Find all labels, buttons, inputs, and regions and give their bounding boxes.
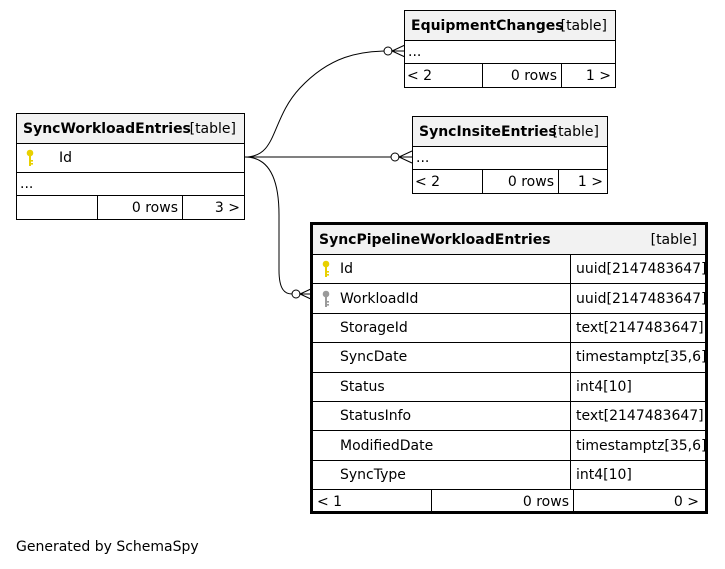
table-syncinsiteentries[interactable]: SyncInsiteEntries [table] ... < 2 0 rows… — [412, 116, 608, 194]
edge-syncinsiteentries-crowfoot — [397, 150, 413, 164]
table-syncworkloadentries[interactable]: SyncWorkloadEntries [table] Id ... 0 row… — [16, 113, 245, 220]
parents-count[interactable]: < 1 — [313, 490, 432, 514]
column-name[interactable]: StorageId — [340, 319, 408, 336]
column-name[interactable]: WorkloadId — [340, 290, 419, 307]
edge-syncinsiteentries-zero-marker — [390, 152, 400, 162]
table-type: [table] — [650, 231, 697, 248]
table-footer: < 2 0 rows 1 > — [405, 64, 615, 87]
column-row-id: Id — [17, 144, 244, 173]
table-header: SyncPipelineWorkloadEntries [table] — [313, 225, 705, 255]
column-name[interactable]: ModifiedDate — [340, 437, 434, 454]
more-columns: ... — [416, 150, 430, 166]
column-type: uuid[2147483647] — [576, 261, 707, 278]
table-name[interactable]: SyncPipelineWorkloadEntries — [319, 231, 551, 248]
column-type: int4[10] — [576, 378, 632, 395]
more-columns-row: ... — [17, 173, 244, 196]
row-count: 0 rows — [432, 490, 574, 514]
parents-count[interactable]: < 2 — [413, 170, 483, 193]
table-footer: < 2 0 rows 1 > — [413, 170, 607, 193]
more-columns: ... — [20, 176, 34, 192]
column-type: uuid[2147483647] — [576, 290, 707, 307]
column-type: text[2147483647] — [576, 408, 704, 425]
more-columns-row: ... — [413, 147, 607, 170]
parents-count[interactable]: < 2 — [405, 64, 483, 87]
table-type: [table] — [189, 120, 236, 137]
table-header: SyncWorkloadEntries [table] — [17, 114, 244, 144]
column-type: text[2147483647] — [576, 319, 704, 336]
foreign-key-icon — [322, 290, 330, 307]
table-type: [table] — [560, 17, 607, 34]
column-row-statusinfo: StatusInfo text[2147483647] — [313, 401, 705, 432]
column-name[interactable]: Id — [59, 150, 73, 166]
column-type: timestamptz[35,6] — [576, 437, 707, 454]
column-row-syncdate: SyncDate timestamptz[35,6] — [313, 343, 707, 373]
parents-count[interactable] — [17, 196, 98, 219]
row-count: 0 rows — [98, 196, 183, 219]
table-name[interactable]: SyncWorkloadEntries — [23, 120, 191, 137]
column-name[interactable]: SyncDate — [340, 349, 408, 366]
column-name[interactable]: StatusInfo — [340, 408, 412, 425]
edge-equipmentchanges-crowfoot — [390, 44, 406, 58]
column-row-status: Status int4[10] — [313, 372, 705, 402]
table-name[interactable]: SyncInsiteEntries — [419, 123, 557, 140]
column-name[interactable]: SyncType — [340, 466, 406, 483]
table-name[interactable]: EquipmentChanges — [411, 17, 564, 34]
column-row-workloadid: WorkloadId uuid[2147483647] — [313, 284, 707, 314]
generated-by-credit: Generated by SchemaSpy — [16, 539, 199, 555]
table-header: EquipmentChanges [table] — [405, 11, 615, 41]
column-name[interactable]: Id — [340, 261, 354, 278]
edge-to-equipmentchanges — [244, 50, 389, 158]
column-row-synctype: SyncType int4[10] — [313, 460, 705, 491]
column-row-storageid: StorageId text[2147483647] — [313, 313, 705, 344]
edge-to-syncpipelineworkloadentries — [244, 156, 293, 295]
table-footer: 0 rows 3 > — [17, 196, 244, 219]
primary-key-icon — [26, 149, 34, 166]
children-count[interactable]: 3 > — [214, 199, 240, 216]
table-syncpipelineworkloadentries[interactable]: SyncPipelineWorkloadEntries [table] Id u… — [310, 222, 708, 514]
column-type: timestamptz[35,6] — [576, 349, 707, 366]
edge-syncpipeline-zero-marker — [291, 289, 301, 299]
children-count[interactable]: 1 > — [577, 173, 603, 190]
more-columns: ... — [408, 44, 422, 60]
children-count[interactable]: 0 > — [673, 493, 699, 510]
table-equipmentchanges[interactable]: EquipmentChanges [table] ... < 2 0 rows … — [404, 10, 616, 88]
more-columns-row: ... — [405, 41, 615, 64]
table-type: [table] — [552, 123, 599, 140]
column-name[interactable]: Status — [340, 378, 385, 395]
table-footer: < 1 0 rows 0 > — [313, 490, 705, 514]
column-type: int4[10] — [576, 466, 632, 483]
column-row-modifieddate: ModifiedDate timestamptz[35,6] — [313, 431, 707, 461]
column-row-id: Id uuid[2147483647] — [313, 255, 707, 285]
table-header: SyncInsiteEntries [table] — [413, 117, 607, 147]
primary-key-icon — [322, 260, 330, 278]
edge-equipmentchanges-zero-marker — [383, 46, 393, 56]
children-count[interactable]: 1 > — [585, 67, 611, 84]
row-count: 0 rows — [483, 170, 559, 193]
row-count: 0 rows — [483, 64, 562, 87]
